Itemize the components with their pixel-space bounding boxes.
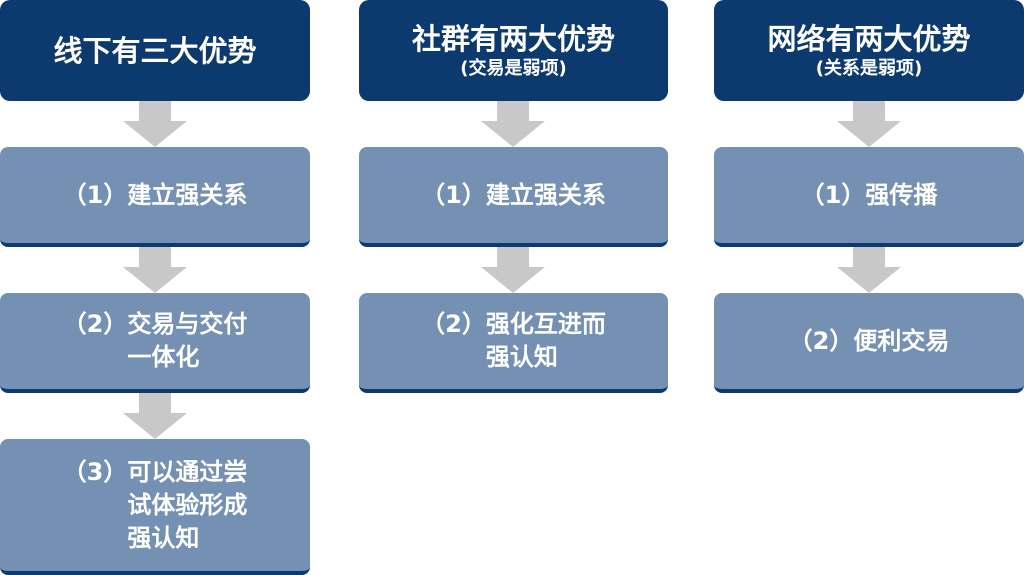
column-2-item-2: （2） 强化互进而 强认知 [359,293,668,393]
column-1-item-2: （2） 交易与交付 一体化 [0,293,310,393]
item-number: （2） [62,310,128,338]
item-text-line: 一体化 [127,343,200,371]
item-number: （1） [800,180,866,209]
down-arrow-icon [123,247,187,293]
column-3-item-2: （2） 便利交易 [714,293,1024,393]
column-3-subtitle: (关系是弱项) [815,57,923,79]
down-arrow-icon [837,101,901,147]
item-text-line: 强传播 [865,180,938,209]
item-number: （3） [62,457,128,486]
item-text-line: 建立强关系 [485,180,606,209]
item-text-line: 可以通过尝 [127,457,248,486]
down-arrow-icon [123,393,187,439]
item-text-line: 强认知 [127,523,200,552]
column-1-title: 线下有三大优势 [53,33,257,68]
column-2-item-1: （1） 建立强关系 [359,147,668,247]
column-2-title: 社群有两大优势 [411,21,615,56]
down-arrow-icon [481,101,545,147]
item-text-line: 便利交易 [853,326,950,355]
column-3-title: 网络有两大优势 [767,21,971,56]
item-text-line: 建立强关系 [127,180,248,209]
item-number: （2） [788,326,854,355]
column-1-item-3: （3） 可以通过尝 试体验形成 强认知 [0,439,310,575]
down-arrow-icon [837,247,901,293]
column-2-subtitle: (交易是弱项) [460,57,567,79]
item-number: （1） [62,180,128,209]
item-text-line: 强化互进而 [485,310,606,338]
item-number: （1） [421,180,486,209]
column-3-item-1: （1） 强传播 [714,147,1024,247]
column-1-item-1: （1） 建立强关系 [0,147,310,247]
column-3-header: 网络有两大优势 (关系是弱项) [714,0,1024,101]
column-2-header: 社群有两大优势 (交易是弱项) [359,0,668,101]
down-arrow-icon [481,247,545,293]
column-1-header: 线下有三大优势 [0,0,310,101]
down-arrow-icon [123,101,187,147]
item-text-line: 交易与交付 [127,310,248,338]
item-text-line: 试体验形成 [127,490,248,519]
item-number: （2） [421,310,486,338]
item-text-line: 强认知 [485,343,558,371]
